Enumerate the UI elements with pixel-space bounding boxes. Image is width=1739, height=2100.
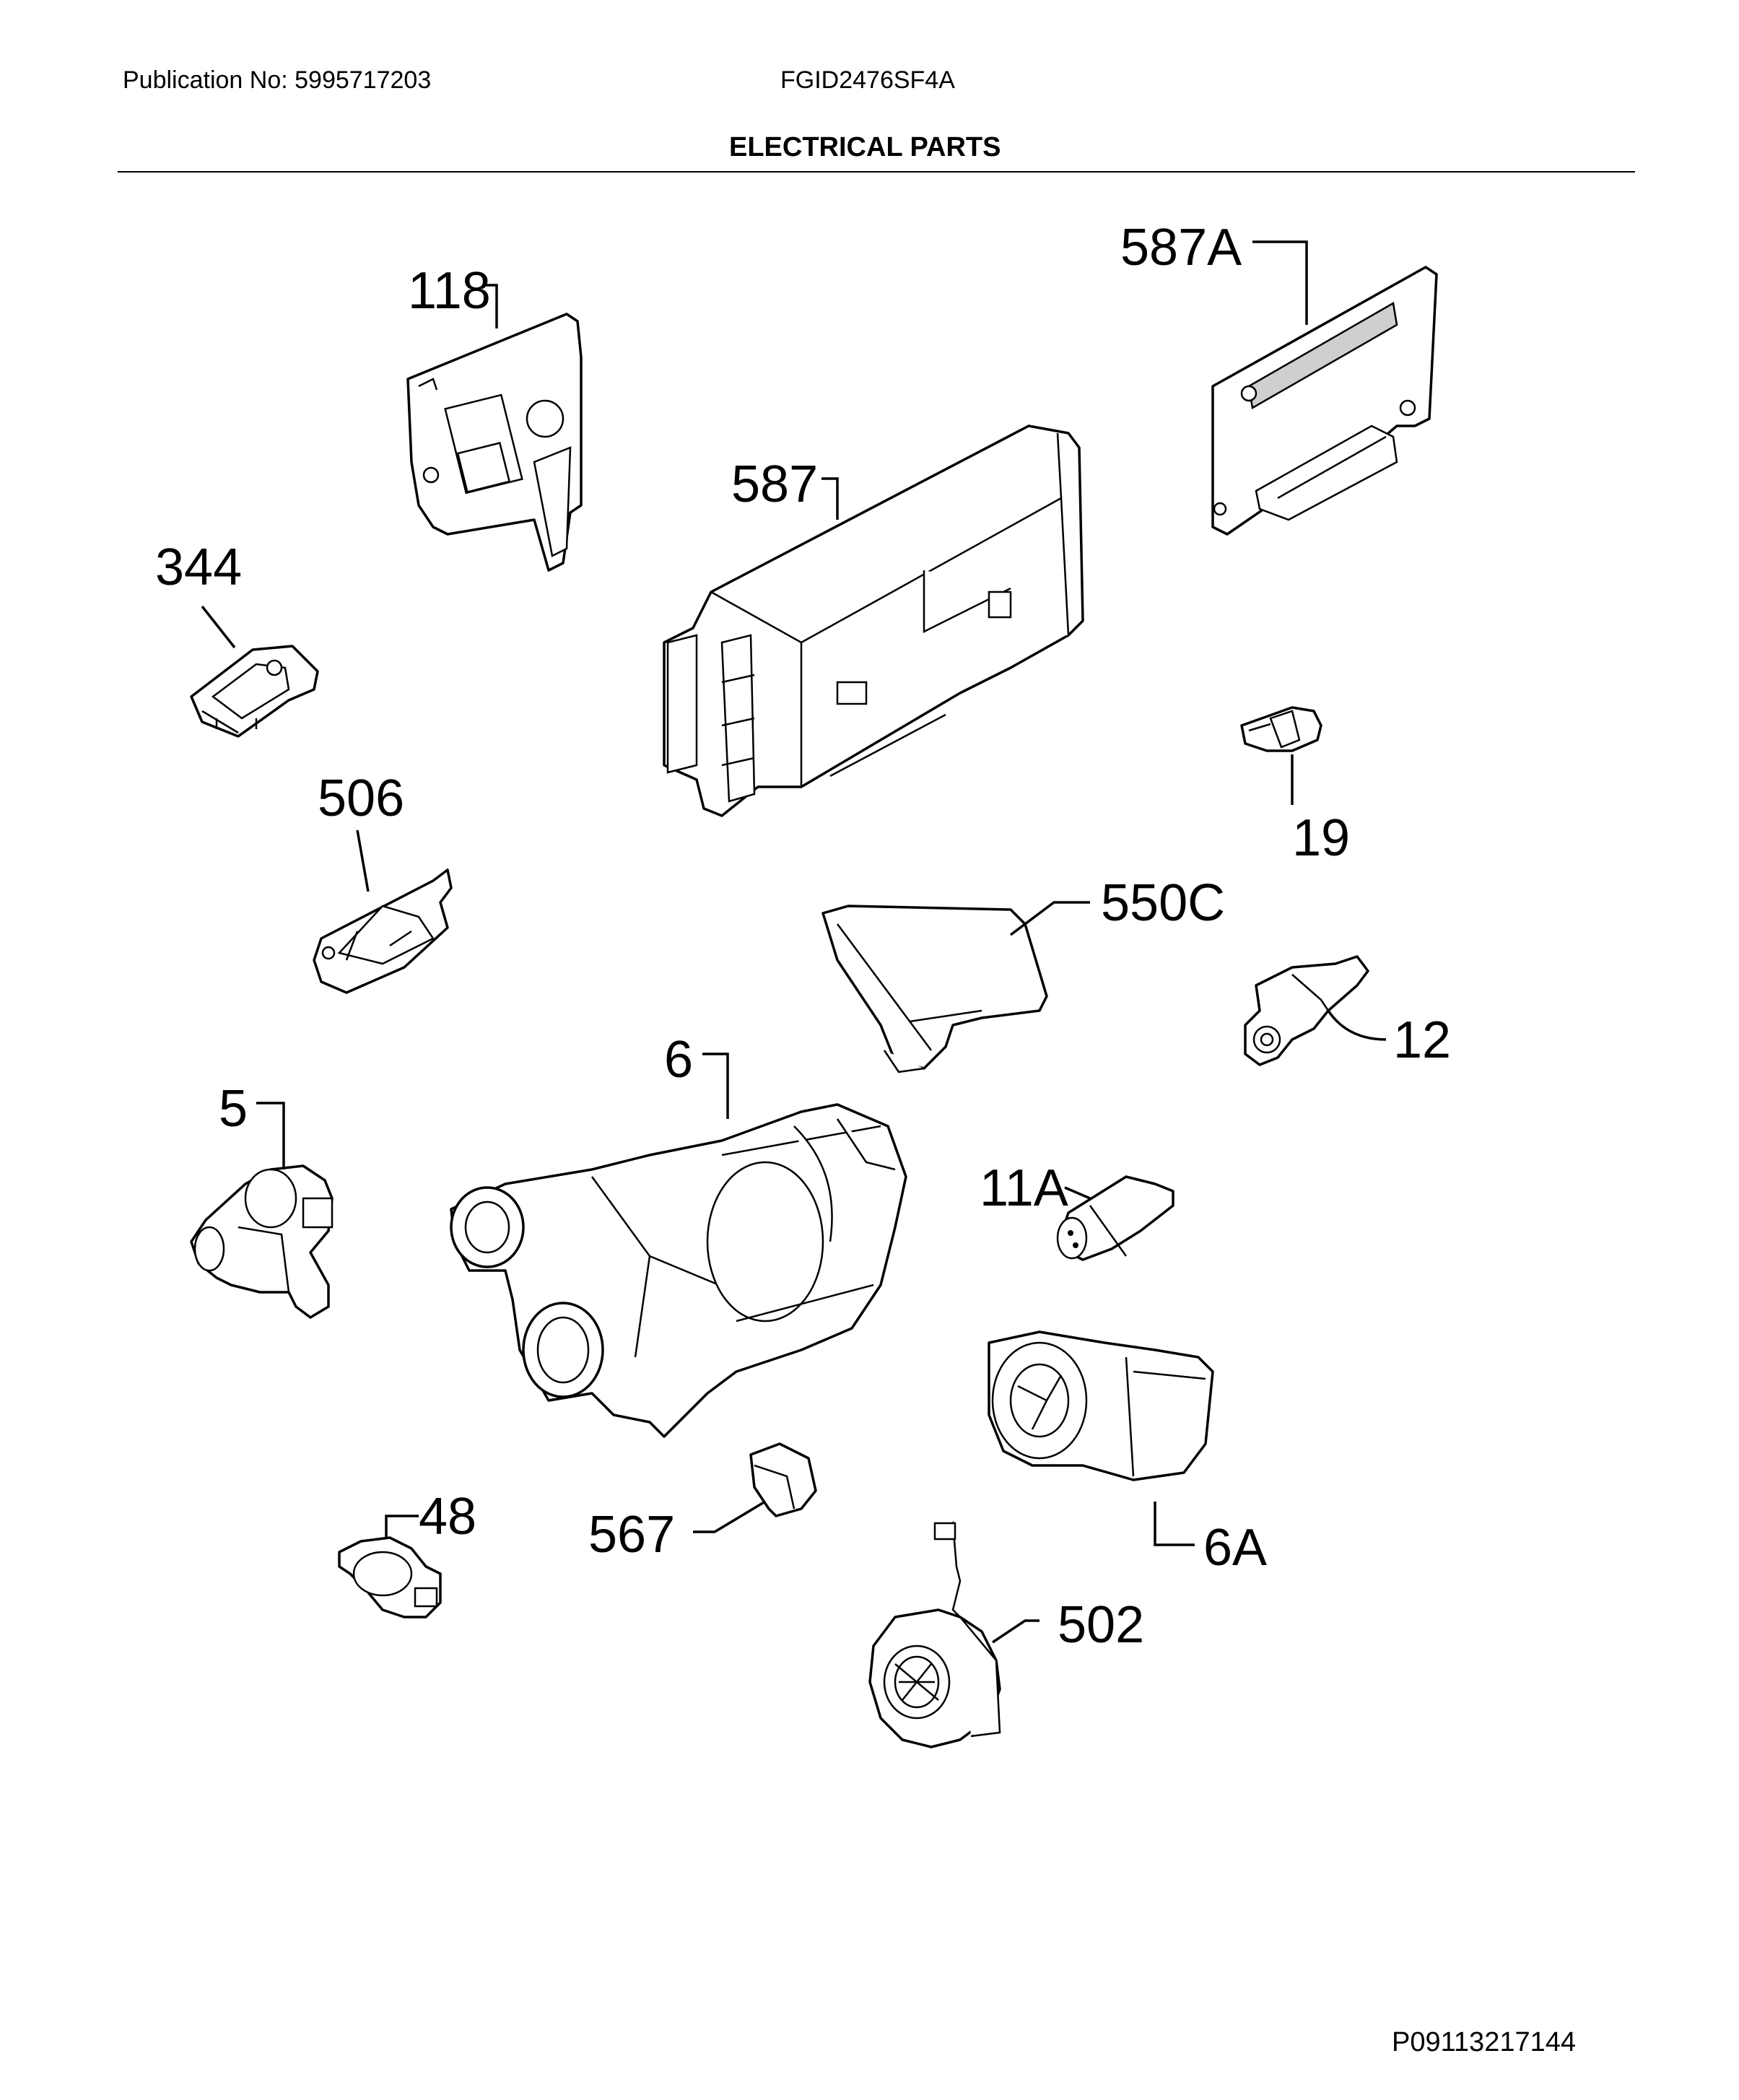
leader-567: [693, 1500, 766, 1533]
leader-11A: [1064, 1186, 1091, 1200]
leader-12: [1327, 1010, 1387, 1041]
callout-118: 118: [408, 262, 491, 320]
part-6A-drain-pump[interactable]: [988, 1330, 1214, 1481]
callout-48: 48: [419, 1488, 476, 1546]
part-48-sensor[interactable]: [338, 1536, 442, 1618]
leader-5: [256, 1102, 285, 1169]
leader-118: [485, 284, 498, 328]
part-118-interface-bracket[interactable]: [406, 313, 583, 572]
leader-6: [702, 1053, 729, 1119]
callout-6: 6: [664, 1031, 693, 1089]
part-12-sensor[interactable]: [1244, 955, 1369, 1066]
leader-506: [356, 829, 370, 892]
part-502-blower-fan[interactable]: [868, 1520, 1001, 1748]
callout-506: 506: [318, 770, 404, 827]
callout-550C: 550C: [1101, 874, 1225, 932]
part-587-electronic-module[interactable]: [663, 424, 1084, 817]
callout-6A: 6A: [1203, 1519, 1267, 1577]
part-344-door-switch[interactable]: [190, 645, 319, 738]
diagram-code: P09113217144: [1392, 2027, 1576, 2057]
callout-5: 5: [219, 1080, 248, 1138]
callout-587A: 587A: [1120, 219, 1242, 276]
part-587A-control-board[interactable]: [1211, 266, 1438, 536]
leader-48: [385, 1515, 419, 1538]
part-19-connector[interactable]: [1240, 706, 1322, 752]
callout-344: 344: [155, 539, 242, 596]
part-5-inlet-valve[interactable]: [190, 1164, 334, 1319]
leader-550C: [1009, 901, 1090, 936]
leader-502: [992, 1619, 1040, 1644]
part-11A-capacitor[interactable]: [1056, 1175, 1174, 1261]
callout-19: 19: [1292, 809, 1350, 867]
callout-12: 12: [1393, 1011, 1451, 1069]
part-567-clip[interactable]: [749, 1442, 817, 1517]
model-number: FGID2476SF4A: [780, 66, 955, 94]
part-550C-cover[interactable]: [821, 905, 1048, 1073]
callout-587: 587: [731, 456, 818, 513]
publication-number: Publication No: 5995717203: [123, 66, 432, 94]
leader-587A: [1252, 240, 1308, 325]
leader-344: [201, 605, 236, 649]
leader-6A: [1154, 1502, 1195, 1546]
leader-587: [821, 477, 839, 520]
callout-502: 502: [1058, 1596, 1144, 1654]
callout-11A: 11A: [980, 1159, 1068, 1217]
page-title: ELECTRICAL PARTS: [729, 132, 1001, 162]
header-divider: [118, 171, 1635, 173]
part-6-circulation-pump[interactable]: [450, 1103, 907, 1438]
part-506-latch-assembly[interactable]: [313, 868, 453, 994]
callout-567: 567: [588, 1506, 675, 1564]
